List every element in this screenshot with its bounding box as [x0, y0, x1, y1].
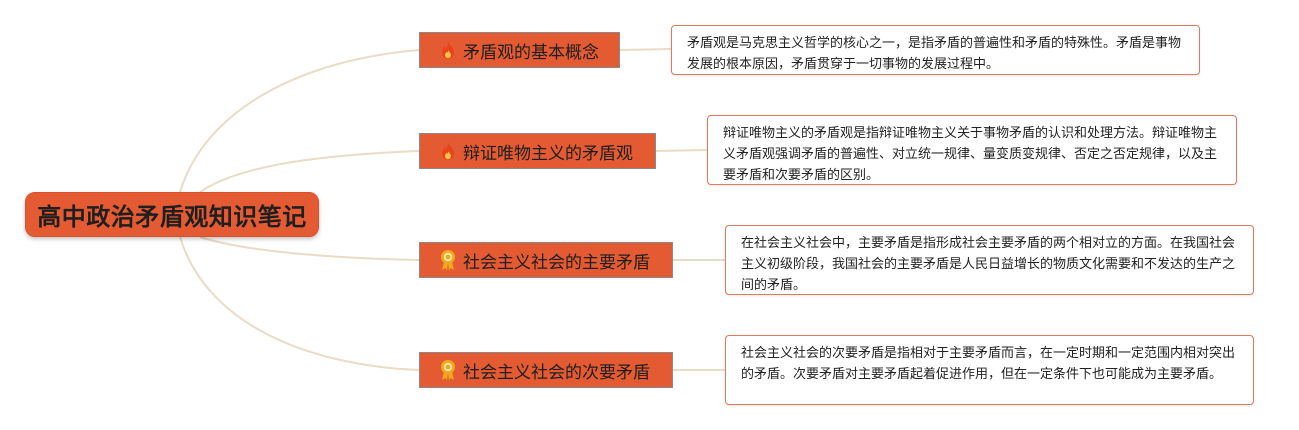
root-node[interactable]: 高中政治矛盾观知识笔记	[25, 192, 319, 237]
branch-label: 社会主义社会的次要矛盾	[463, 362, 650, 383]
connector-root-branch-4	[179, 236, 420, 371]
root-title: 高中政治矛盾观知识笔记	[37, 203, 307, 231]
connector-root-branch-2	[199, 150, 420, 193]
note-dialectical-materialism: 辩证唯物主义的矛盾观是指辩证唯物主义关于事物矛盾的认识和处理方法。辩证唯物主义矛…	[707, 115, 1237, 185]
note-text: 社会主义社会的次要矛盾是指相对于主要矛盾而言，在一定时期和一定范围内相对突出的矛…	[741, 346, 1236, 382]
note-principal-contradiction: 在社会主义社会中，主要矛盾是指形成社会主要矛盾的两个相对立的方面。在我国社会主义…	[725, 225, 1254, 295]
note-text: 辩证唯物主义的矛盾观是指辩证唯物主义关于事物矛盾的认识和处理方法。辩证唯物主义矛…	[723, 126, 1218, 183]
note-secondary-contradiction: 社会主义社会的次要矛盾是指相对于主要矛盾而言，在一定时期和一定范围内相对突出的矛…	[725, 335, 1254, 405]
branch-node-basic-concept[interactable]: 矛盾观的基本概念	[419, 32, 620, 68]
award-ribbon-icon	[438, 359, 458, 381]
connector-branch-note-1	[619, 48, 672, 51]
note-basic-concept: 矛盾观是马克思主义哲学的核心之一，是指矛盾的普遍性和矛盾的特殊性。矛盾是事物发展…	[671, 25, 1200, 75]
note-text: 矛盾观是马克思主义哲学的核心之一，是指矛盾的普遍性和矛盾的特殊性。矛盾是事物发展…	[687, 36, 1182, 72]
fire-icon	[438, 39, 458, 61]
branch-label: 辩证唯物主义的矛盾观	[463, 143, 633, 164]
branch-label: 社会主义社会的主要矛盾	[463, 252, 650, 273]
fire-icon	[438, 140, 458, 162]
connector-root-branch-1	[179, 49, 420, 193]
branch-node-secondary-contradiction[interactable]: 社会主义社会的次要矛盾	[419, 352, 673, 388]
connector-branch-note-2	[655, 149, 708, 152]
note-text: 在社会主义社会中，主要矛盾是指形成社会主要矛盾的两个相对立的方面。在我国社会主义…	[741, 236, 1236, 293]
branch-node-dialectical-materialism[interactable]: 辩证唯物主义的矛盾观	[419, 133, 656, 169]
award-ribbon-icon	[438, 249, 458, 271]
branch-label: 矛盾观的基本概念	[463, 42, 599, 63]
connector-root-branch-3	[199, 236, 420, 261]
branch-node-principal-contradiction[interactable]: 社会主义社会的主要矛盾	[419, 242, 673, 278]
